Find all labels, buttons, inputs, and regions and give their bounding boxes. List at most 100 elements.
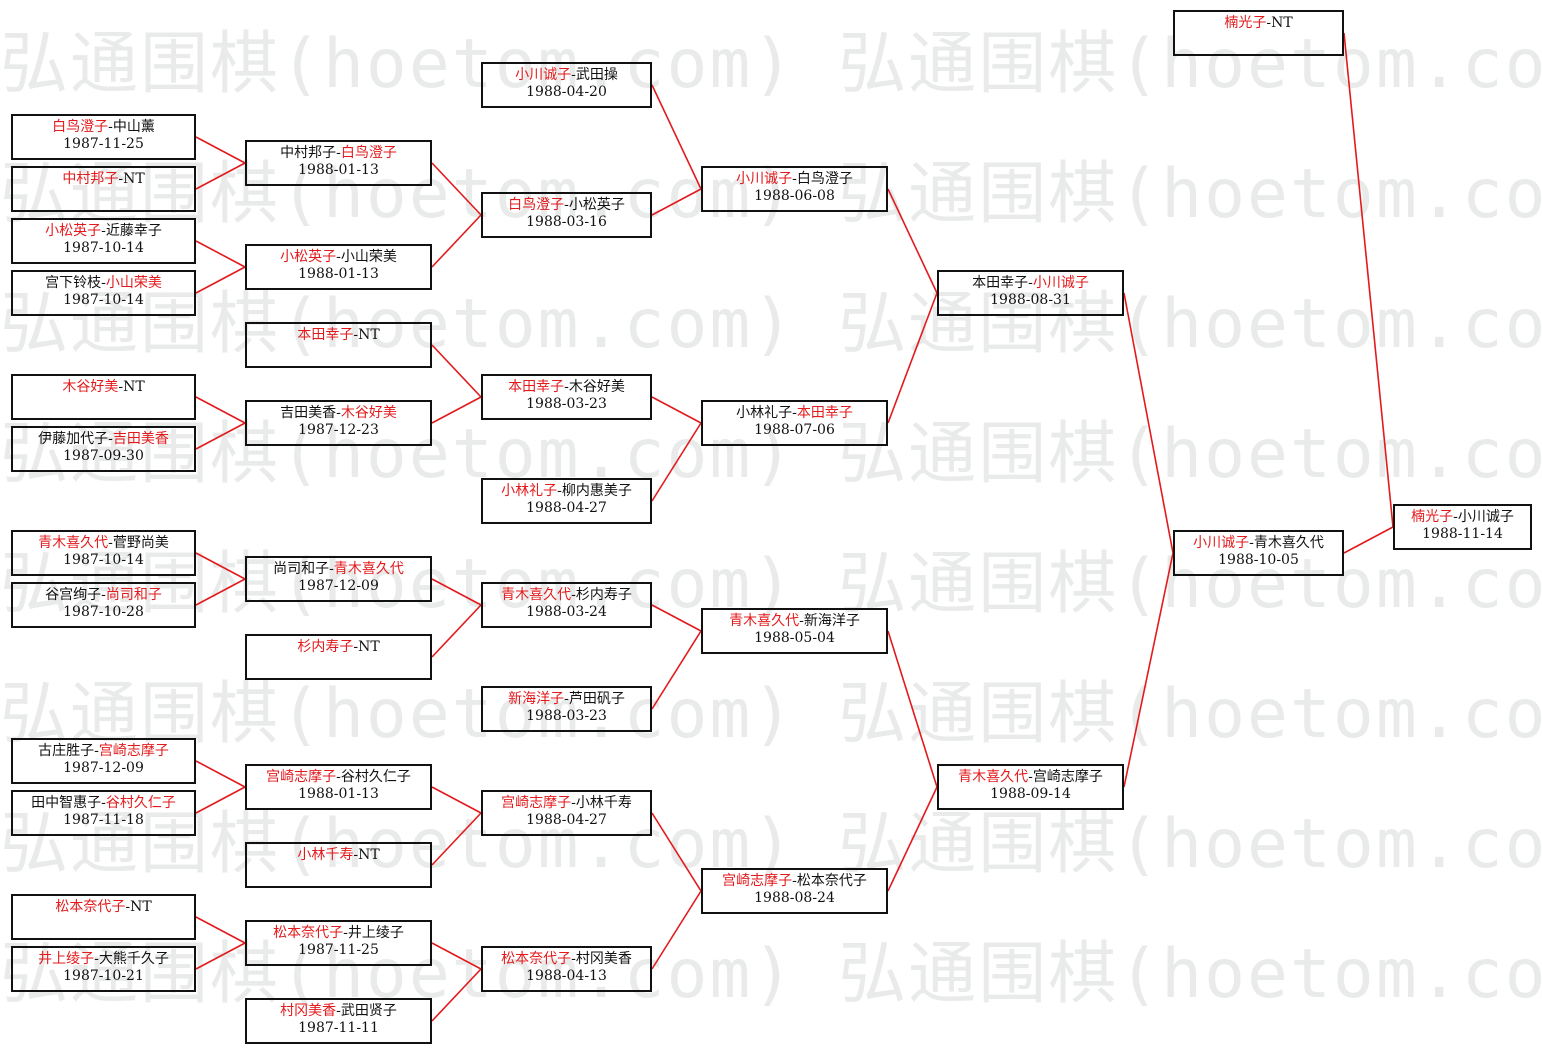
- vs-separator: -: [564, 379, 569, 395]
- match-players: 小林礼子-本田幸子: [703, 405, 886, 422]
- player-2-name: 青木喜久代: [1253, 535, 1324, 551]
- match-date: 1988-04-20: [526, 84, 607, 100]
- watermark-text: 弘通围棋(hoetom.com) 弘通围棋(hoetom.com) 弘通围棋(h…: [0, 545, 1542, 624]
- match-date: 1988-03-23: [526, 396, 607, 412]
- player-1-name: 小林礼子: [736, 405, 793, 421]
- player-1-name: 尚司和子: [273, 561, 330, 577]
- match-date: 1987-11-11: [298, 1020, 379, 1036]
- player-2-name: 木谷好美: [568, 379, 625, 395]
- player-1-name: 新海洋子: [508, 691, 565, 707]
- vs-separator: -: [108, 119, 113, 135]
- player-2-name: 小山荣美: [105, 275, 162, 291]
- player-1-name: 本田幸子: [508, 379, 565, 395]
- match-date: 1988-04-27: [526, 812, 607, 828]
- vs-separator: -: [343, 925, 348, 941]
- player-1-name: 青木喜久代: [729, 613, 800, 629]
- player-2-name: 菅野尚美: [112, 535, 169, 551]
- watermark-text: 弘通围棋(hoetom.com) 弘通围棋(hoetom.com) 弘通围棋(h…: [0, 805, 1542, 884]
- vs-separator: -: [1028, 769, 1033, 785]
- match-players: 白鸟澄子-中山薰: [13, 119, 194, 136]
- player-2-name: 宫崎志摩子: [98, 743, 169, 759]
- connector-r2_2-r3_2: [431, 214, 482, 268]
- match-date: 1988-03-23: [526, 708, 607, 724]
- match-players: 小川诚子-青木喜久代: [1175, 535, 1342, 552]
- connector-r6_2-final: [1343, 32, 1394, 528]
- player-2-name: NT: [123, 171, 145, 187]
- match-players: 杉内寿子-NT: [247, 639, 430, 656]
- player-1-name: 谷宫绚子: [45, 587, 102, 603]
- vs-separator: -: [94, 743, 99, 759]
- player-1-name: 青木喜久代: [958, 769, 1029, 785]
- match-box-r1_2: 中村邦子-NT: [11, 166, 196, 212]
- connector-r5_1-r6_1: [1123, 292, 1174, 554]
- vs-separator: -: [557, 483, 562, 499]
- match-date: 1988-04-27: [526, 500, 607, 516]
- player-2-name: 武田贤子: [340, 1003, 397, 1019]
- match-date: 1987-10-14: [63, 552, 144, 568]
- connector-r2_7-r3_7: [431, 786, 482, 814]
- watermark-text: 弘通围棋(hoetom.com) 弘通围棋(hoetom.com) 弘通围棋(h…: [0, 25, 1542, 104]
- player-1-name: 井上绫子: [38, 951, 95, 967]
- connector-r4_2-r5_1: [887, 292, 938, 424]
- connector-r2_4-r3_3: [431, 396, 482, 424]
- match-date: 1988-11-14: [1422, 526, 1503, 542]
- match-players: 本田幸子-木谷好美: [483, 379, 650, 396]
- player-1-name: 楠光子: [1224, 15, 1267, 31]
- connector-r1_2-r2_1: [195, 162, 246, 190]
- match-players: 小川诚子-武田操: [483, 67, 650, 84]
- connector-r1_11-r2_9: [195, 916, 246, 944]
- vs-separator: -: [118, 379, 124, 395]
- watermark-text: 弘通围棋(hoetom.com) 弘通围棋(hoetom.com) 弘通围棋(h…: [0, 415, 1542, 494]
- vs-separator: -: [336, 249, 341, 265]
- player-1-name: 小川诚子: [515, 67, 572, 83]
- vs-separator: -: [101, 223, 106, 239]
- vs-separator: -: [118, 171, 124, 187]
- match-box-r2_8: 小林千寿-NT: [245, 842, 432, 888]
- match-players: 田中智惠子-谷村久仁子: [13, 795, 194, 812]
- player-2-name: 白鸟澄子: [796, 171, 853, 187]
- match-date: 1988-10-05: [1218, 552, 1299, 568]
- match-date: 1988-04-13: [526, 968, 607, 984]
- match-date: 1987-12-09: [298, 578, 379, 594]
- vs-separator: -: [571, 67, 576, 83]
- connector-r1_8-r2_5: [195, 578, 246, 606]
- connector-r3_5-r4_3: [651, 604, 702, 632]
- match-date: 1987-12-09: [63, 760, 144, 776]
- connector-r3_6-r4_3: [651, 630, 702, 710]
- connector-r3_4-r4_2: [651, 422, 702, 502]
- player-1-name: 青木喜久代: [501, 587, 572, 603]
- player-1-name: 白鸟澄子: [52, 119, 109, 135]
- match-players: 宫崎志摩子-小林千寿: [483, 795, 650, 812]
- player-1-name: 本田幸子: [972, 275, 1029, 291]
- connector-r1_3-r2_2: [195, 240, 246, 268]
- watermark-text: 弘通围棋(hoetom.com) 弘通围棋(hoetom.com) 弘通围棋(h…: [0, 285, 1542, 364]
- player-2-name: 小川诚子: [1032, 275, 1089, 291]
- match-players: 井上绫子-大熊千久子: [13, 951, 194, 968]
- connector-r1_9-r2_7: [195, 760, 246, 788]
- connector-r3_8-r4_4: [651, 890, 702, 970]
- match-date: 1987-12-23: [298, 422, 379, 438]
- match-date: 1988-03-16: [526, 214, 607, 230]
- match-players: 中村邦子-白鸟澄子: [247, 145, 430, 162]
- match-players: 吉田美香-木谷好美: [247, 405, 430, 422]
- connector-r2_9-r3_8: [431, 942, 482, 970]
- match-date: 1987-10-14: [63, 292, 144, 308]
- player-2-name: NT: [130, 899, 152, 915]
- connector-r3_1-r4_1: [651, 84, 702, 190]
- connector-r1_12-r2_9: [195, 942, 246, 970]
- vs-separator: -: [336, 145, 341, 161]
- match-players: 小松英子-近藤幸子: [13, 223, 194, 240]
- connector-r1_7-r2_5: [195, 552, 246, 580]
- vs-separator: -: [329, 561, 334, 577]
- vs-separator: -: [108, 431, 113, 447]
